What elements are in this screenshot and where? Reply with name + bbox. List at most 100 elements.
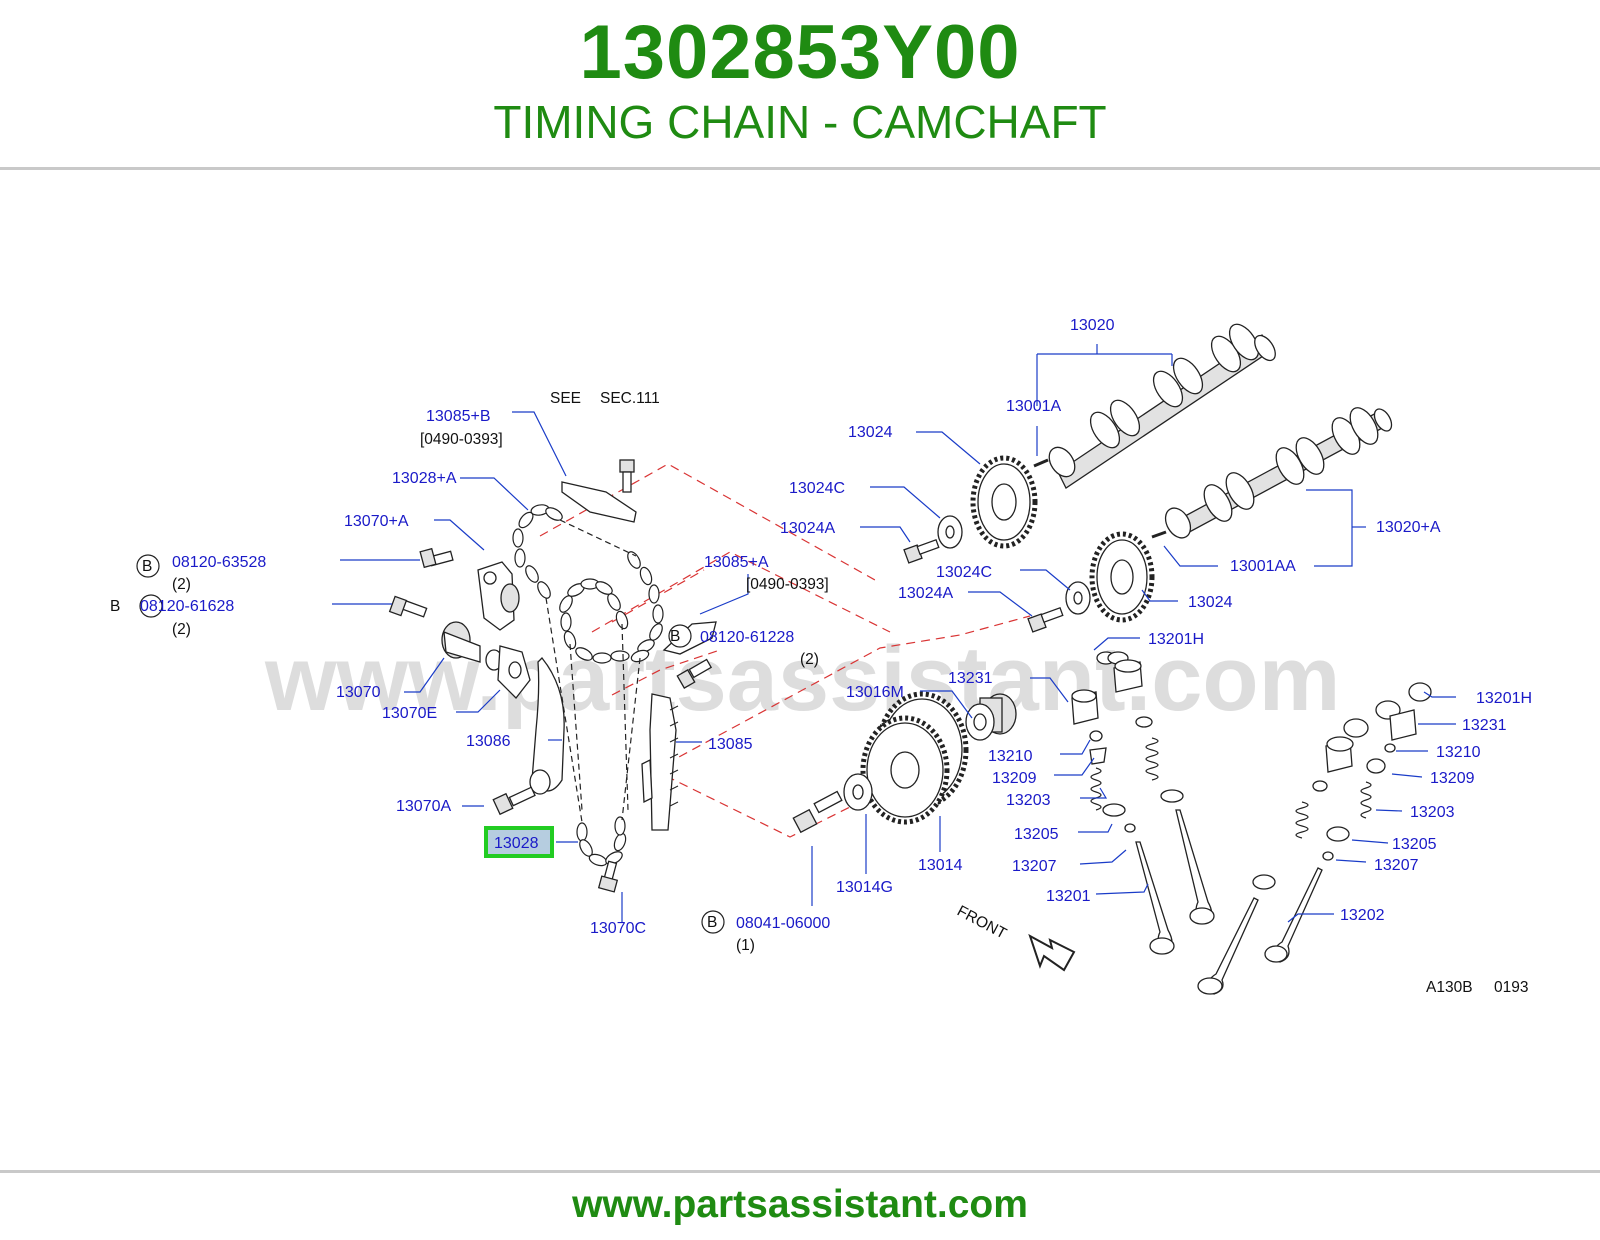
valve-train-left — [1071, 651, 1215, 955]
label-13070[interactable]: 13070 — [336, 684, 381, 701]
label-13014[interactable]: 13014 — [918, 857, 963, 874]
label-13210-right[interactable]: 13210 — [1436, 744, 1481, 761]
label-13205-right[interactable]: 13205 — [1392, 836, 1437, 853]
cam-sprocket-lower — [1089, 531, 1155, 623]
label-13209-left[interactable]: 13209 — [992, 770, 1037, 787]
circle-b-2 — [139, 594, 163, 618]
label-13085-a-plus[interactable]: 13085+A — [704, 554, 769, 571]
b-prefix-2: B — [110, 598, 120, 615]
footer-divider — [0, 1170, 1600, 1173]
label-13201h-left[interactable]: 13201H — [1148, 631, 1204, 648]
bolt-08120-61628 — [388, 595, 428, 618]
label-13028-selected[interactable]: 13028 — [494, 835, 539, 852]
part-labels: 13020 13001A 13024 13024C 13024A 13020+A… — [110, 317, 1532, 996]
label-13070e[interactable]: 13070E — [382, 705, 437, 722]
label-13207-right[interactable]: 13207 — [1374, 857, 1419, 874]
bolt-sec111 — [619, 459, 635, 493]
label-13016m[interactable]: 13016M — [846, 684, 904, 701]
label-13086[interactable]: 13086 — [466, 733, 511, 750]
washer-13014g-hole — [852, 784, 864, 800]
idler-sprocket-13014 — [860, 691, 969, 825]
leader-lines — [332, 344, 1456, 923]
bolt-13024a-upper — [903, 538, 940, 564]
diagram-code: A130B — [1426, 979, 1473, 996]
gasket-13070e — [497, 645, 531, 699]
label-13231-left[interactable]: 13231 — [948, 670, 993, 687]
label-08041-06000[interactable]: 08041-06000 — [736, 915, 830, 932]
label-13201-left[interactable]: 13201 — [1046, 888, 1091, 905]
label-13205-left[interactable]: 13205 — [1014, 826, 1059, 843]
label-13001a[interactable]: 13001A — [1006, 398, 1061, 415]
label-13203-left[interactable]: 13203 — [1006, 792, 1051, 809]
footer-url[interactable]: www.partsassistant.com — [572, 1183, 1028, 1226]
label-13210-left[interactable]: 13210 — [988, 748, 1033, 765]
chain-guide-13085-b — [561, 481, 637, 523]
circle-b-4 — [701, 910, 725, 934]
label-13028-a[interactable]: 13028+A — [392, 470, 457, 487]
highlight-13028 — [484, 826, 554, 858]
label-13024a-lower[interactable]: 13024A — [898, 585, 953, 602]
label-13085-b[interactable]: 13085+B — [426, 408, 491, 425]
label-08120-61628[interactable]: 08120-61628 — [140, 598, 234, 615]
diagram-title: TIMING CHAIN - CAMCHAFT — [493, 96, 1107, 148]
label-13024-lower[interactable]: 13024 — [1188, 594, 1233, 611]
bolt-08120-63528 — [419, 547, 454, 569]
label-13020[interactable]: 13020 — [1070, 317, 1115, 334]
camshaft-upper — [1033, 323, 1276, 489]
circle-b-4-label: B — [707, 914, 717, 931]
label-13085[interactable]: 13085 — [708, 736, 753, 753]
label-13085-a-range: [0490-0393] — [746, 576, 829, 593]
label-13203-right[interactable]: 13203 — [1410, 804, 1455, 821]
circle-b-1 — [136, 554, 160, 578]
label-13201h-right[interactable]: 13201H — [1476, 690, 1532, 707]
label-13202-right[interactable]: 13202 — [1340, 907, 1385, 924]
page-header: 1302853Y00 TIMING CHAIN - CAMCHAFT — [0, 0, 1600, 170]
header-divider — [0, 167, 1600, 170]
label-13070c[interactable]: 13070C — [590, 920, 646, 937]
label-13085-b-range: [0490-0393] — [420, 431, 503, 448]
qty-08120-61628: (2) — [172, 621, 191, 638]
label-08120-63528[interactable]: 08120-63528 — [172, 554, 266, 571]
bolt-08120-61228 — [676, 658, 713, 689]
label-13024c-upper[interactable]: 13024C — [789, 480, 845, 497]
bolt-13070a — [492, 786, 536, 816]
label-13024a-upper[interactable]: 13024A — [780, 520, 835, 537]
slack-guide-13086 — [529, 657, 565, 795]
bolt-08041-06000 — [792, 790, 843, 834]
idler-shaft-13016m — [965, 693, 1017, 741]
label-13207-left[interactable]: 13207 — [1012, 858, 1057, 875]
sec-111-label[interactable]: SEC.111 — [600, 390, 660, 407]
label-13209-right[interactable]: 13209 — [1430, 770, 1475, 787]
qty-08120-61228: (2) — [800, 651, 819, 668]
tensioner-13070 — [441, 621, 503, 671]
timing-chain-upper — [512, 504, 664, 664]
parts-diagram: www.partsassistant.com — [110, 317, 1532, 996]
label-13024c-lower[interactable]: 13024C — [936, 564, 992, 581]
circle-b-3 — [668, 624, 692, 648]
bolt-13024a-lower — [1027, 606, 1064, 633]
label-13020-a[interactable]: 13020+A — [1376, 519, 1441, 536]
circle-b-1-label: B — [142, 558, 152, 575]
label-13070-a-plus[interactable]: 13070+A — [344, 513, 409, 530]
see-label: SEE — [550, 390, 581, 407]
label-13001aa[interactable]: 13001AA — [1230, 558, 1296, 575]
front-label: FRONT — [954, 903, 1010, 943]
diagram-date: 0193 — [1494, 979, 1528, 996]
camshaft-lower — [1151, 407, 1393, 539]
label-13024-upper[interactable]: 13024 — [848, 424, 893, 441]
cam-sprocket-upper — [970, 455, 1038, 549]
qty-08041-06000: (1) — [736, 937, 755, 954]
label-08120-61228[interactable]: 08120-61228 — [700, 629, 794, 646]
front-arrow: FRONT — [954, 903, 1076, 972]
label-13014g[interactable]: 13014G — [836, 879, 893, 896]
tension-guide-13085 — [641, 693, 679, 831]
washer-hole — [945, 525, 955, 539]
qty-08120-63528: (2) — [172, 576, 191, 593]
timing-chain-13028 — [576, 816, 627, 867]
circle-b-3-label: B — [670, 628, 680, 645]
washer-hole-lower — [1073, 591, 1083, 605]
bolt-13070c — [597, 860, 619, 893]
label-13070a[interactable]: 13070A — [396, 798, 451, 815]
label-13231-right[interactable]: 13231 — [1462, 717, 1507, 734]
tensioner-bracket-13070-a — [477, 561, 520, 631]
